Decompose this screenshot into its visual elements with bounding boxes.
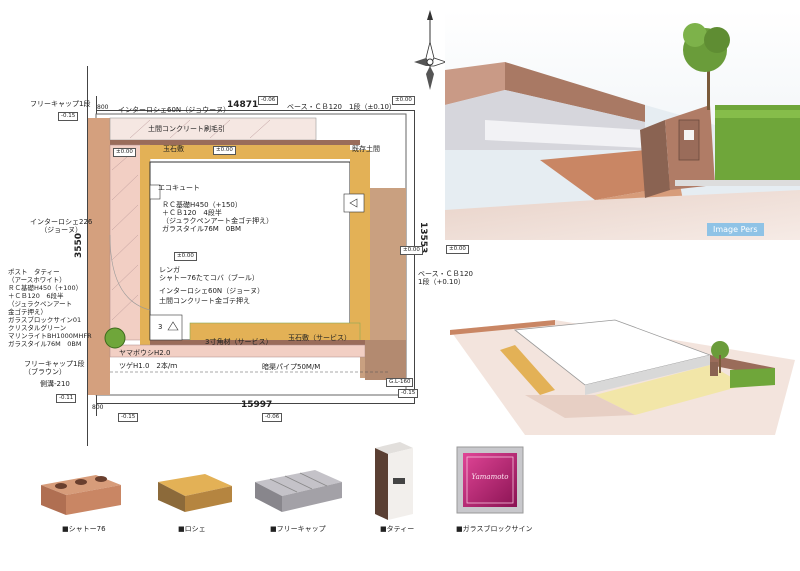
glass-sign-text: Yamamoto bbox=[471, 473, 509, 481]
label-ankyo: 暗渠パイプ50M/M bbox=[262, 363, 321, 371]
left-dimension: 3550 bbox=[74, 232, 84, 258]
bottom-dimension: 15997 bbox=[241, 400, 273, 410]
perspective-image-top: Image Pers bbox=[445, 10, 800, 240]
site-plan: 14871 15997 3550 13553 -0.15 -0.06 ±0.00… bbox=[0, 0, 473, 446]
level-right: ±0.00 bbox=[400, 246, 423, 255]
level-pers: ±0.00 bbox=[446, 245, 469, 254]
small-800-bottom: 800 bbox=[92, 404, 104, 411]
level-bottom-mid: -0.06 bbox=[262, 413, 283, 422]
small-800-top: 800 bbox=[97, 104, 109, 111]
level-bottom-mid-left: -0.15 bbox=[118, 413, 139, 422]
label-ecocute: エコキュート bbox=[158, 184, 200, 192]
label-tamaishi-top: 玉石敷 bbox=[163, 145, 184, 153]
plan-drawing bbox=[88, 113, 407, 396]
small-3: 3 bbox=[158, 323, 163, 331]
level-bottom-left: -0.11 bbox=[56, 394, 77, 403]
label-tamaishi-service: 玉石敷（サービス） bbox=[288, 334, 351, 342]
product-label-roshe: ■ロシェ bbox=[178, 525, 206, 533]
label-interlock-226: インターロシェ226 （ジョーヌ） bbox=[30, 218, 93, 234]
label-renga: レンガ シャトー76たてコバ（ブール） bbox=[159, 266, 259, 282]
product-tatii bbox=[365, 440, 425, 525]
level-top-right: ±0.00 bbox=[392, 96, 415, 105]
level-top-mid: -0.06 bbox=[258, 96, 279, 105]
level-center: ±0.00 bbox=[174, 252, 197, 261]
label-post: ポスト タティー （アースホワイト） ＲＣ基礎H450（+100） ＋ＣＢ120… bbox=[8, 268, 92, 348]
level-top-left: -0.15 bbox=[58, 112, 79, 121]
level-gl: G.L-160 bbox=[386, 378, 414, 387]
product-free-cap bbox=[250, 460, 350, 520]
product-label-shatoo: ■シャトー76 bbox=[62, 525, 106, 533]
product-glass-sign: Yamamoto bbox=[455, 445, 525, 515]
label-yamaboushi: ヤマボウシH2.0 bbox=[119, 349, 171, 357]
product-shatoo bbox=[36, 460, 126, 540]
image-pers-badge: Image Pers bbox=[707, 223, 764, 236]
product-label-glass-sign: ■ガラスブロックサイン bbox=[456, 525, 533, 533]
level-tile: ±0.00 bbox=[113, 148, 136, 157]
label-base-cb-right: ベース・ＣＢ120 1段（+0.10） bbox=[418, 270, 474, 286]
label-free-cap-top: フリーキャップ1段 bbox=[30, 100, 91, 108]
label-sokko: 側溝-210 bbox=[40, 380, 70, 388]
level-gravel: ±0.00 bbox=[213, 146, 236, 155]
level-bottom-right: -0.15 bbox=[398, 389, 419, 398]
label-interlock-mid: インターロシェ60N（ジョーヌ） bbox=[159, 287, 265, 295]
compass-icon bbox=[402, 10, 448, 100]
label-doma-concrete: 土間コンクリート刷毛引 bbox=[148, 125, 225, 133]
label-base-cb-top: ベース・ＣＢ120 1段（±0.10） bbox=[287, 103, 396, 111]
label-sanzun: 3寸角材（サービス） bbox=[205, 338, 273, 346]
label-free-cap-bottom: フリーキャップ1段 （ブラウン） bbox=[24, 360, 85, 376]
label-rc-block: ＲＣ基礎H450（+150） ＋ＣＢ120 4段半 （ジュラクペンアート金ゴテ押… bbox=[162, 201, 274, 233]
label-existing-doma: 既存土間 bbox=[352, 145, 380, 153]
top-dimension: 14871 bbox=[227, 100, 259, 110]
label-doma-gote: 土間コンクリート金ゴテ押え bbox=[159, 297, 250, 305]
product-label-tatii: ■タティー bbox=[380, 525, 415, 533]
label-tsuge: ツゲH1.0 2本/ｍ bbox=[119, 362, 178, 370]
label-interlock-top: インターロシェ60N（ジョウーヌ） bbox=[118, 106, 231, 114]
perspective-image-aerial bbox=[445, 300, 800, 440]
product-roshe bbox=[150, 462, 240, 522]
product-label-free-cap: ■フリーキャップ bbox=[270, 525, 326, 533]
